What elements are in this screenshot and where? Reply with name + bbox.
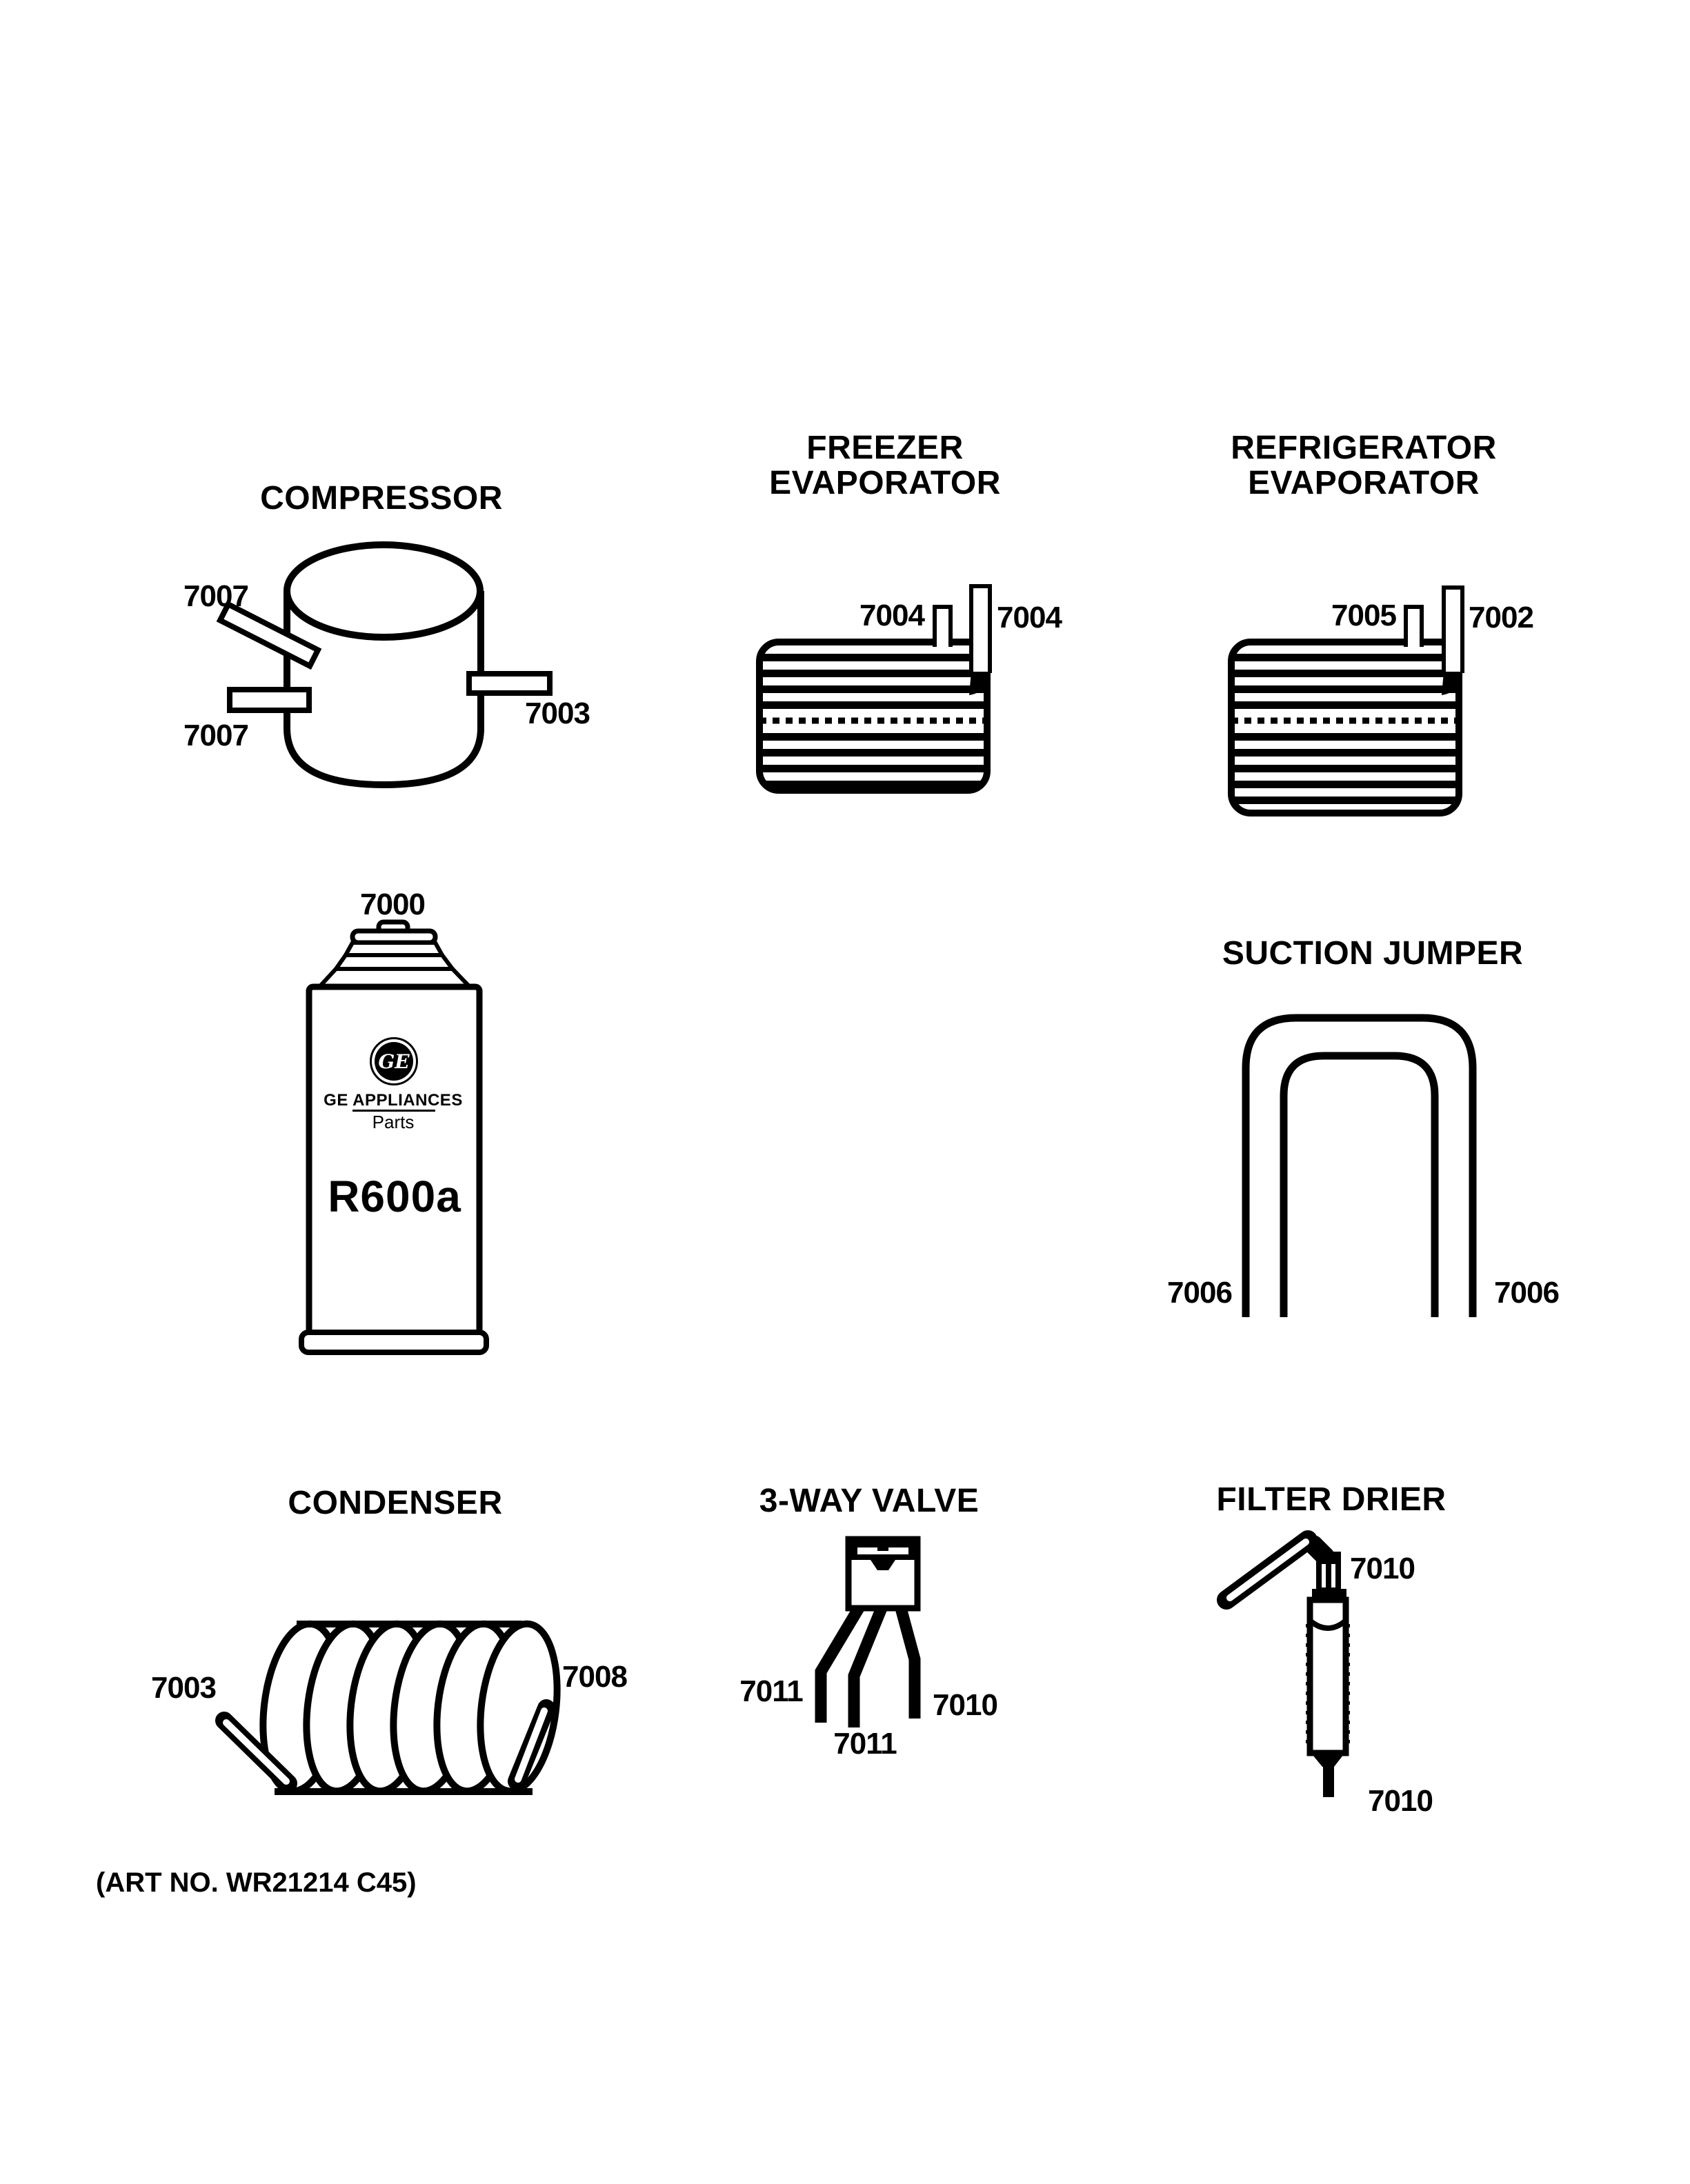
label-suction-jumper-right: 7006: [1494, 1276, 1560, 1310]
label-valve-left: 7011: [739, 1674, 803, 1708]
refrigerator-evaporator-tall-tube-icon: [1442, 585, 1464, 673]
condenser-drawing: [215, 1620, 561, 1795]
condenser-title: CONDENSER: [288, 1485, 503, 1521]
suction-jumper-title: SUCTION JUMPER: [1222, 935, 1524, 972]
can-brand-subtext: Parts: [372, 1112, 415, 1132]
condenser-inlet-tube-icon: [215, 1712, 297, 1792]
art-number: (ART NO. WR21214 C45): [96, 1867, 417, 1898]
three-way-valve-title: 3-WAY VALVE: [759, 1483, 980, 1519]
refrigerator-evaporator-title-line1: REFRIGERATOR: [1231, 430, 1497, 466]
valve-leg-left: [815, 1605, 864, 1723]
compressor-suction-tube-icon: [216, 600, 322, 670]
label-compressor-suction-bottom: 7007: [183, 719, 249, 752]
valve-cap-tab: [877, 1542, 888, 1551]
freezer-evaporator-coils: [759, 654, 987, 788]
compressor-process-tube-icon: [227, 687, 312, 713]
refrigerator-evaporator-coils: [1231, 654, 1459, 804]
label-refrigerator-evap-inlet: 7005: [1331, 599, 1397, 632]
freezer-evaporator-title-line1: FREEZER: [806, 430, 964, 466]
refrigerator-evaporator-drawing: [1228, 585, 1464, 817]
can-brand-text: GE APPLIANCES: [324, 1091, 463, 1110]
drier-outlet-tube-icon: [1323, 1765, 1334, 1797]
refrigerator-evaporator-small-tube-icon: [1404, 605, 1424, 647]
freezer-evaporator-tube-hook: [969, 672, 990, 695]
drier-neck-slot: [1322, 1564, 1326, 1587]
drier-neck: [1316, 1552, 1341, 1590]
ge-monogram-icon: GE: [375, 1042, 413, 1081]
label-drier-bottom: 7010: [1368, 1784, 1433, 1818]
drier-neck-slot: [1331, 1564, 1335, 1587]
label-drier-top: 7010: [1350, 1552, 1415, 1585]
three-way-valve-drawing: [815, 1536, 921, 1727]
label-compressor-suction-top: 7007: [183, 579, 249, 613]
can-brand-divider: [352, 1110, 435, 1112]
refrigerator-evaporator-tube-hook: [1442, 672, 1462, 695]
ge-logo: GE: [370, 1037, 418, 1085]
compressor-body: [284, 591, 484, 789]
can-product-name: R600a: [328, 1172, 461, 1221]
valve-leg-middle: [848, 1605, 887, 1727]
condenser-outlet-tube-icon: [508, 1699, 555, 1790]
label-valve-right: 7010: [933, 1688, 998, 1722]
freezer-evaporator-tall-tube-icon: [969, 584, 992, 673]
drier-bottom-taper: [1310, 1752, 1346, 1767]
drier-inlet-tube-bore: [1226, 1539, 1309, 1601]
label-suction-jumper-left: 7006: [1167, 1276, 1233, 1310]
compressor-title: COMPRESSOR: [260, 480, 503, 517]
freezer-evaporator-small-tube-icon: [933, 605, 953, 647]
label-condenser-inlet: 7003: [151, 1671, 217, 1705]
refrigerant-can-drawing: [299, 919, 489, 1355]
can-base: [299, 1330, 489, 1355]
freezer-evaporator-title-line2: EVAPORATOR: [769, 465, 1001, 501]
suction-jumper-drawing: [1242, 1014, 1477, 1317]
valve-stem-notch: [871, 1560, 895, 1570]
suction-jumper-inner-wall: [1280, 1052, 1439, 1317]
filter-drier-drawing: [1217, 1530, 1350, 1797]
label-refrigerant-can: 7000: [360, 888, 426, 921]
valve-leg-right: [895, 1606, 921, 1719]
filter-drier-title: FILTER DRIER: [1216, 1481, 1447, 1518]
refrigerator-evaporator-title-line2: EVAPORATOR: [1248, 465, 1480, 501]
label-compressor-discharge: 7003: [525, 697, 590, 730]
label-freezer-evap-inlet: 7004: [859, 599, 925, 632]
label-freezer-evap-outlet: 7004: [997, 601, 1062, 634]
freezer-evaporator-drawing: [756, 584, 992, 794]
label-refrigerator-evap-outlet: 7002: [1469, 601, 1534, 634]
label-condenser-outlet: 7008: [562, 1660, 628, 1694]
compressor-discharge-tube-icon: [466, 671, 553, 696]
suction-jumper-outer-wall: [1242, 1014, 1477, 1317]
label-valve-bottom: 7011: [833, 1727, 897, 1761]
compressor-drawing: [216, 541, 553, 789]
drier-top-rim: [1308, 1618, 1348, 1631]
compressor-top-face: [284, 541, 484, 641]
